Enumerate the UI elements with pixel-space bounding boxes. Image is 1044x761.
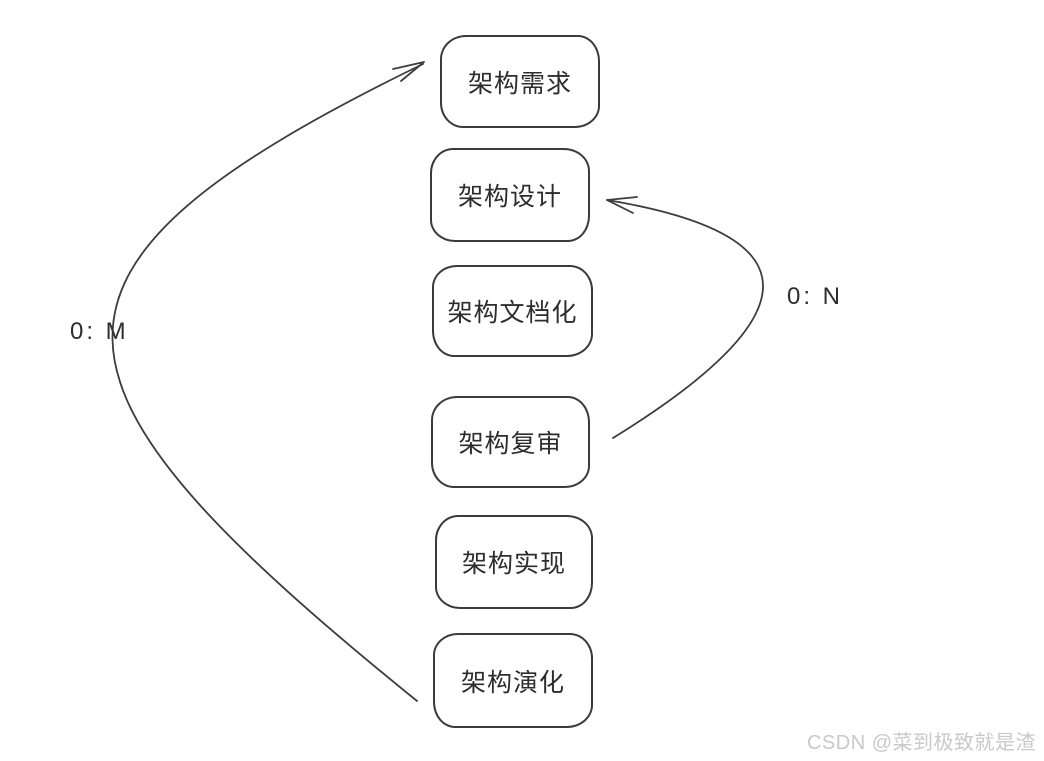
node-label: 架构设计: [457, 183, 562, 211]
edge-review-to-design: [606, 196, 764, 439]
node-architecture-documentation: 架构文档化: [432, 265, 593, 357]
node-label: 架构演化: [460, 668, 565, 697]
node-architecture-design: 架构设计: [430, 148, 590, 242]
node-architecture-review: 架构复审: [431, 396, 590, 488]
node-architecture-requirements: 架构需求: [440, 35, 600, 128]
node-architecture-implementation: 架构实现: [435, 515, 593, 609]
node-label: 架构实现: [461, 550, 566, 578]
edge-label-m: 0: M: [70, 318, 129, 345]
node-architecture-evolution: 架构演化: [433, 633, 593, 728]
edge-label-n: 0: N: [787, 283, 844, 310]
arrowhead-left-icon: [606, 196, 638, 214]
arrowhead-up-right-icon: [392, 61, 425, 82]
watermark: CSDN @菜到极致就是渣: [806, 732, 1036, 754]
edge-m-curve: [111, 63, 424, 702]
edge-evolution-to-requirements: [111, 61, 425, 702]
edge-n-curve: [606, 199, 764, 439]
node-label: 架构需求: [467, 69, 572, 98]
node-label: 架构文档化: [447, 299, 578, 327]
node-label: 架构复审: [458, 430, 563, 458]
